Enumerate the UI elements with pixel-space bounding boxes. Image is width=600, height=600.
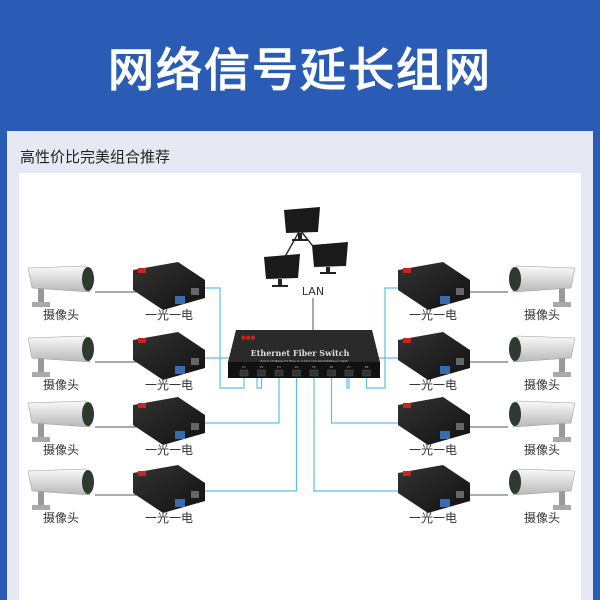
- camera-label: 摄像头: [523, 443, 560, 457]
- port: [239, 369, 249, 377]
- camera-label: 摄像头: [42, 443, 79, 457]
- media-converter: [398, 465, 470, 513]
- converter-label: 一光一电: [144, 308, 193, 322]
- svg-text:■■■: ■■■: [241, 335, 255, 341]
- fiber-cable: [205, 376, 280, 424]
- fiber-switch: ■■■ Ethernet Fiber Switch 8-Port 100Base…: [228, 330, 380, 378]
- media-converter: [398, 332, 470, 380]
- camera-label: 摄像头: [523, 378, 560, 392]
- converter-label: 一光一电: [408, 378, 457, 392]
- port-label: P6: [330, 365, 334, 369]
- port: [362, 369, 371, 377]
- camera-label: 摄像头: [42, 511, 79, 525]
- camera-icon: [509, 265, 576, 307]
- converter-label: 一光一电: [408, 443, 457, 457]
- camera-label: 摄像头: [523, 308, 560, 322]
- media-converter: [133, 397, 205, 445]
- switch-spec: 8-Port 100Base-FX Fiber to 2-Port 10/100…: [260, 359, 348, 363]
- port-label: P3: [277, 365, 281, 369]
- diagram-area: [19, 173, 581, 600]
- media-converter: [398, 262, 470, 310]
- port: [309, 369, 319, 377]
- switch-name: Ethernet Fiber Switch: [251, 348, 350, 358]
- camera-icon: [509, 335, 576, 377]
- camera-label: 摄像头: [523, 511, 560, 525]
- media-converter: [133, 465, 205, 513]
- port-label: P5: [312, 365, 316, 369]
- port: [344, 369, 354, 377]
- converter-label: 一光一电: [408, 308, 457, 322]
- monitor-icon: [284, 207, 320, 241]
- fiber-cable: [205, 287, 245, 389]
- media-converter: [133, 332, 205, 380]
- lan-label: LAN: [302, 285, 324, 298]
- media-converter: [398, 397, 470, 445]
- monitor-icon: [264, 254, 300, 287]
- converter-label: 一光一电: [144, 443, 193, 457]
- fiber-cable: [365, 287, 398, 389]
- camera-icon: [27, 335, 94, 377]
- port-label: P1: [242, 365, 246, 369]
- section-subtitle: 高性价比完美组合推荐: [20, 148, 171, 166]
- converter-label: 一光一电: [144, 511, 193, 525]
- camera-label: 摄像头: [42, 308, 79, 322]
- fiber-cable: [330, 376, 398, 424]
- camera-label: 摄像头: [42, 378, 79, 392]
- camera-icon: [27, 265, 94, 307]
- page-title: 网络信号延长组网: [108, 43, 492, 97]
- media-converter: [133, 262, 205, 310]
- port: [274, 369, 284, 377]
- camera-icon: [509, 400, 576, 442]
- port: [327, 369, 336, 377]
- port-label: P7: [347, 365, 351, 369]
- camera-icon: [27, 400, 94, 442]
- port-label: P8: [365, 365, 369, 369]
- camera-icon: [509, 468, 576, 510]
- monitor-icon: [312, 242, 348, 274]
- port: [292, 369, 301, 377]
- lan-computers: LAN: [264, 207, 348, 330]
- converter-label: 一光一电: [408, 511, 457, 525]
- camera-icon: [27, 468, 94, 510]
- port-label: P4: [295, 365, 299, 369]
- port: [257, 369, 266, 377]
- port-label: P2: [260, 365, 264, 369]
- converter-label: 一光一电: [144, 378, 193, 392]
- fiber-cable: [205, 376, 298, 492]
- cables: [95, 287, 508, 496]
- fiber-cable: [313, 376, 398, 492]
